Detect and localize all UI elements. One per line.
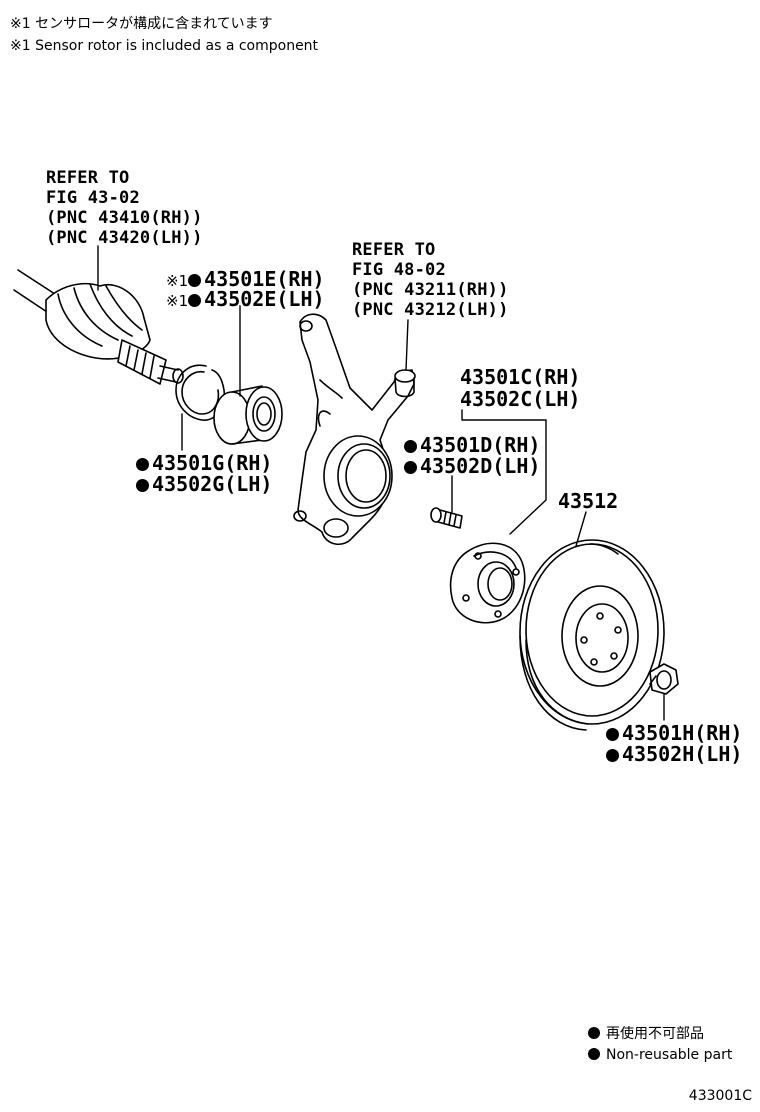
hub-nut: [649, 663, 679, 695]
sensor-rotor-mark: ※1: [166, 292, 189, 310]
legend-japanese: 再使用不可部品: [588, 1024, 704, 1044]
refer-knuckle-line4: (PNC 43212(LH)): [352, 300, 509, 320]
steering-knuckle: [293, 313, 416, 545]
non-reusable-dot-icon: [188, 294, 202, 307]
drive-shaft: [13, 269, 184, 385]
refer-driveshaft-line4: (PNC 43420(LH)): [46, 228, 203, 248]
non-reusable-dot-icon: [606, 728, 619, 741]
refer-driveshaft-line1: REFER TO: [46, 168, 130, 188]
refer-driveshaft-line3: (PNC 43410(RH)): [46, 208, 203, 228]
hub-bolt-part-lh[interactable]: 43502D(LH): [404, 455, 540, 477]
non-reusable-dot-icon: [136, 479, 149, 492]
snap-ring-part-lh[interactable]: 43502G(LH): [136, 473, 272, 495]
hub-bolt: [430, 507, 463, 529]
note-japanese: ※1 センサロータが構成に含まれています: [10, 16, 273, 32]
legend-dot-icon: [588, 1027, 600, 1039]
non-reusable-dot-icon: [606, 749, 619, 762]
non-reusable-dot-icon: [404, 461, 417, 474]
legend-dot-icon: [588, 1048, 600, 1060]
nut-part-lh[interactable]: 43502H(LH): [606, 743, 742, 765]
non-reusable-dot-icon: [136, 458, 149, 471]
note-english: ※1 Sensor rotor is included as a compone…: [10, 38, 319, 54]
leader-lines: [97, 245, 665, 721]
hub-part-lh[interactable]: 43502C(LH): [460, 387, 581, 411]
nut-part-rh[interactable]: 43501H(RH): [606, 722, 742, 744]
non-reusable-dot-icon: [404, 440, 417, 453]
figure-id: 433001C: [688, 1088, 752, 1104]
snap-ring-part-rh[interactable]: 43501G(RH): [136, 452, 272, 474]
refer-knuckle-line2: FIG 48-02: [352, 260, 446, 280]
brake-disc: [519, 539, 665, 731]
refer-driveshaft-line2: FIG 43-02: [46, 188, 140, 208]
axle-hub: [449, 542, 526, 624]
hub-bolt-part-rh[interactable]: 43501D(RH): [404, 434, 540, 456]
bearing: [213, 385, 283, 445]
legend-english: Non-reusable part: [588, 1045, 732, 1065]
non-reusable-dot-icon: [188, 274, 202, 287]
disc-part-number[interactable]: 43512: [558, 489, 619, 513]
sensor-rotor-mark: ※1: [166, 272, 189, 290]
refer-knuckle-line3: (PNC 43211(RH)): [352, 280, 509, 300]
refer-knuckle-line1: REFER TO: [352, 240, 436, 260]
hub-part-rh[interactable]: 43501C(RH): [460, 365, 581, 389]
